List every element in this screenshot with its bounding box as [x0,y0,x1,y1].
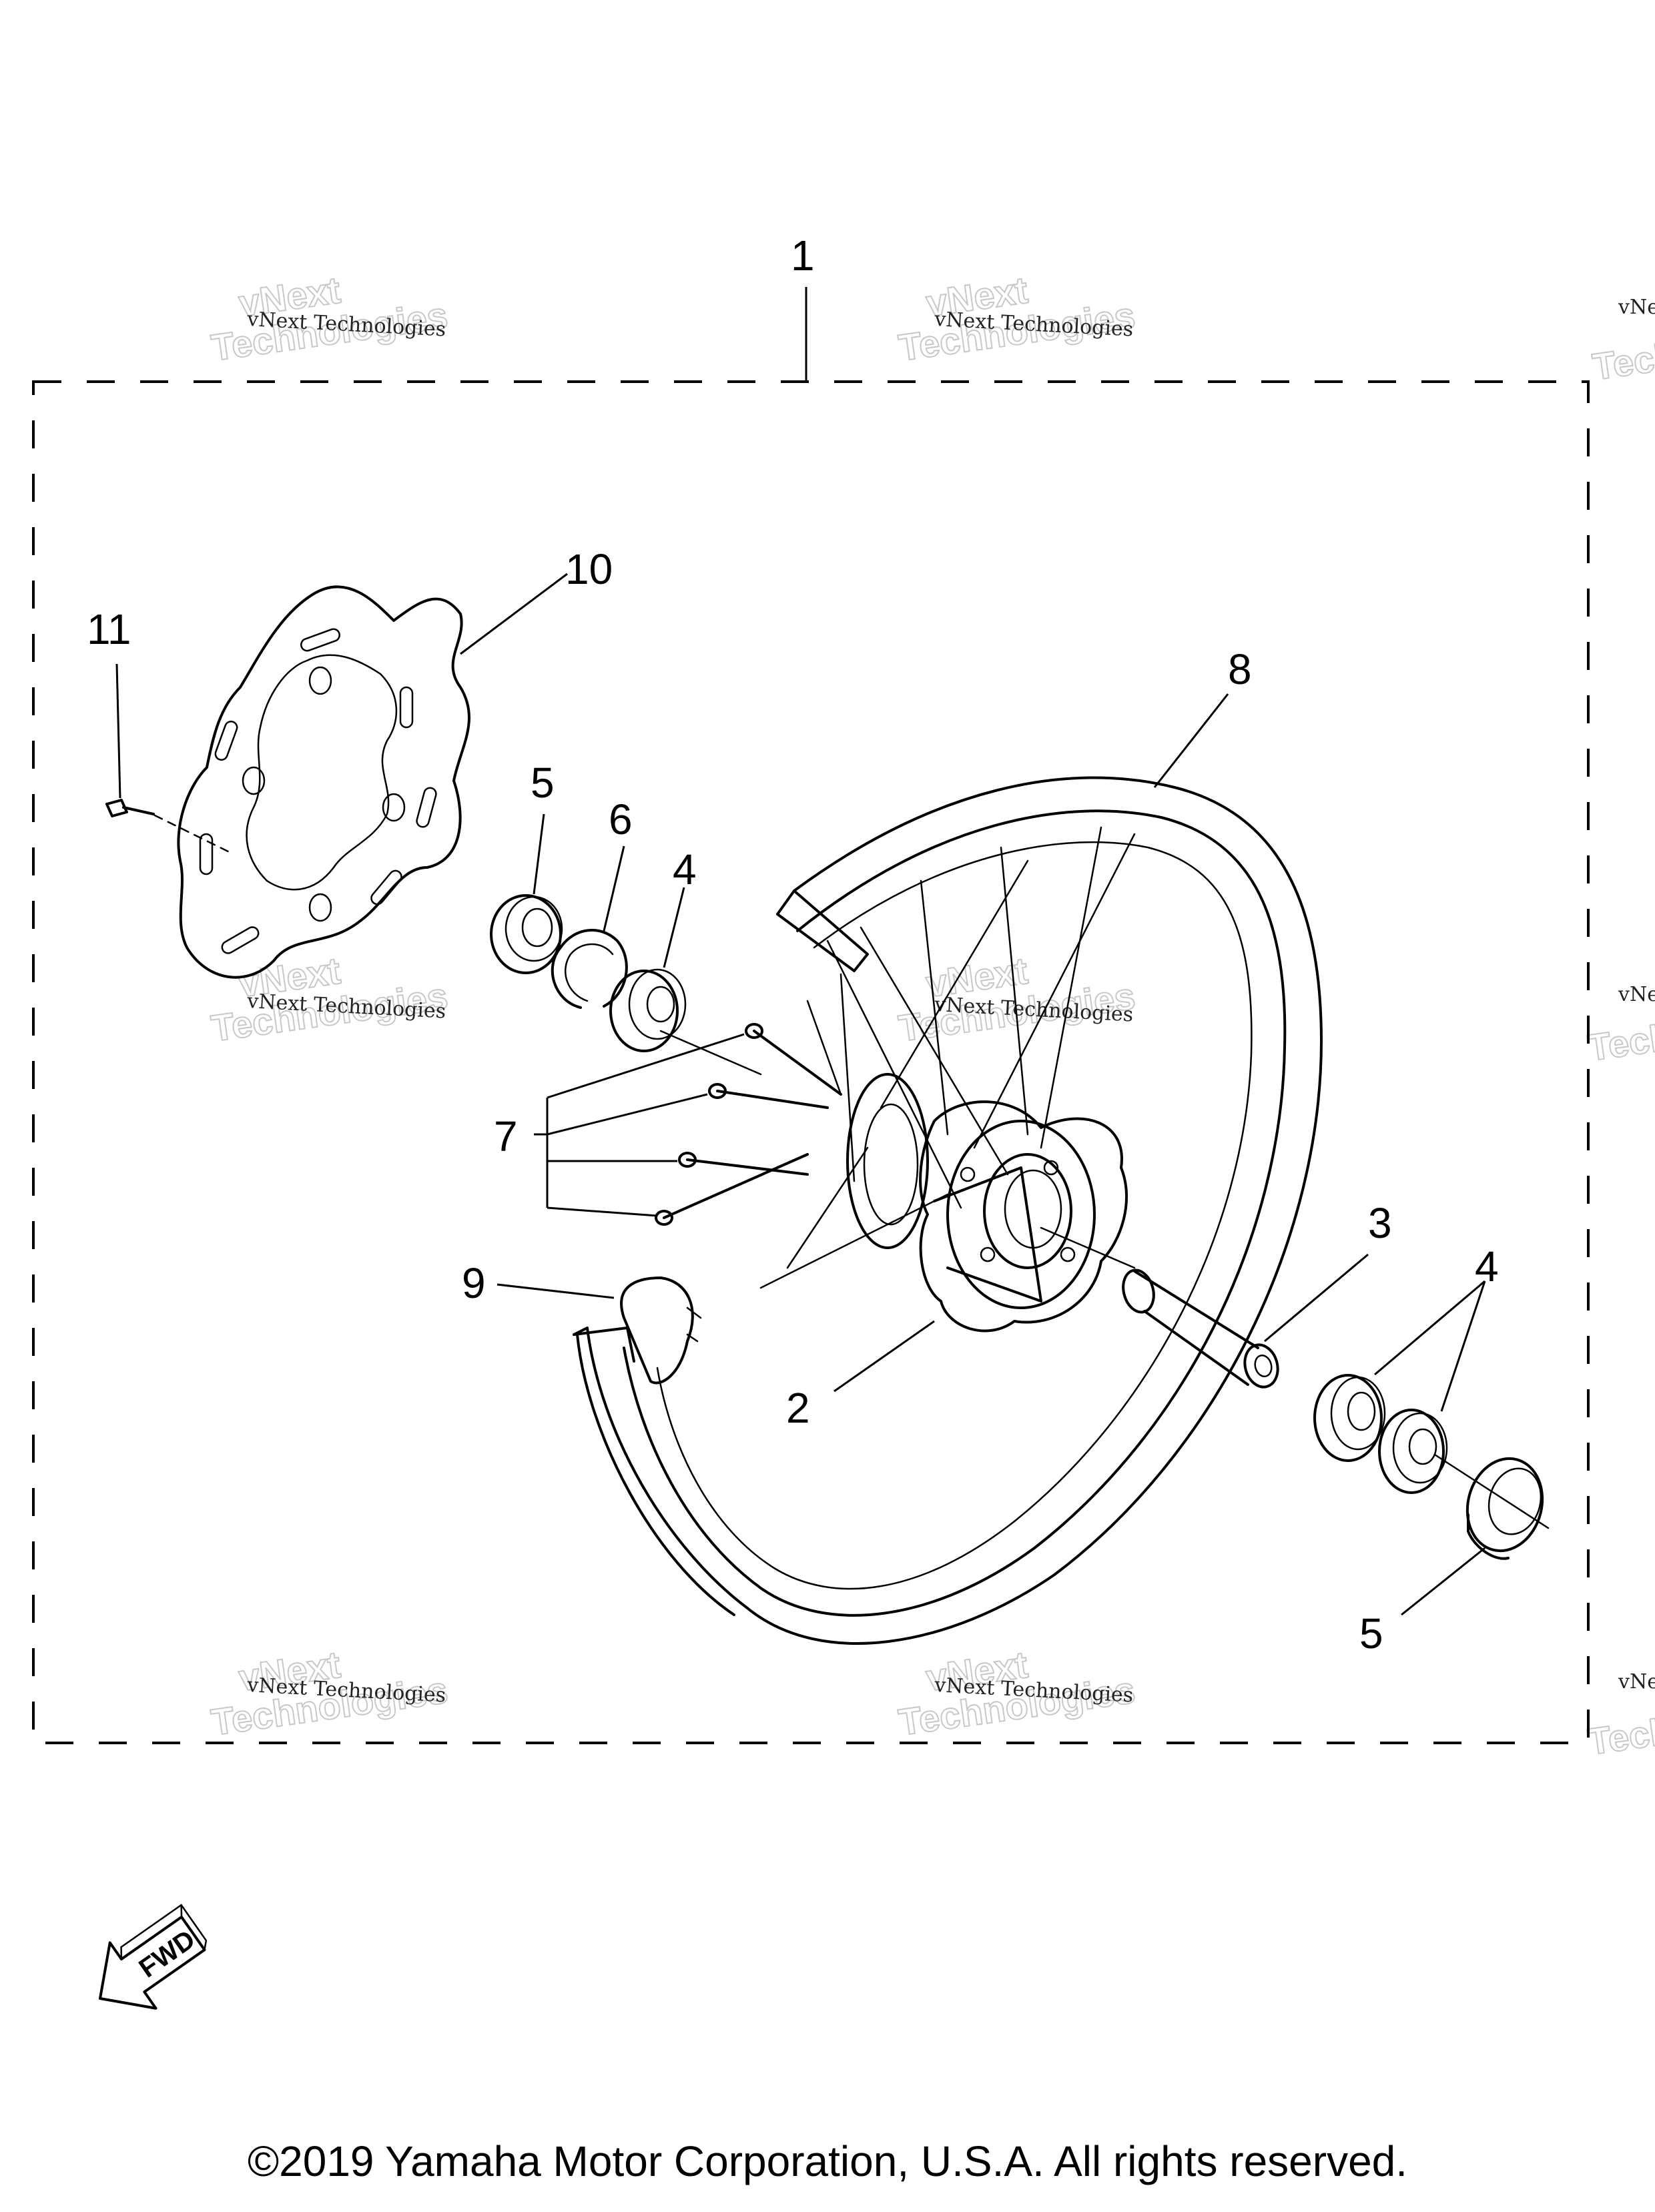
leader-11 [115,663,121,799]
watermark-group: vNext Technologies vNext Technologies vN… [208,268,1655,1764]
bearing-upper-right [609,968,687,1052]
forward-arrow-icon: FWD [99,1904,208,2010]
callout-5-upper: 5 [531,759,555,807]
watermark-text: vNext Technologies [1618,296,1655,319]
brake-disc [177,585,470,979]
valve-cap [620,1276,702,1385]
callout-1: 1 [791,232,815,280]
leader-3 [1264,1253,1369,1343]
spoke-nipples [655,1023,842,1226]
bearing-lower-2 [1378,1409,1448,1494]
leader-4-lower [1374,1280,1486,1412]
oil-seal [1465,1457,1544,1560]
leader-9 [496,1283,615,1299]
axis-line [659,1030,762,1076]
leader-2 [834,1320,935,1393]
callout-6: 6 [609,795,633,843]
callout-8: 8 [1228,645,1252,693]
spokes [759,826,1136,1289]
callout-9: 9 [462,1259,486,1307]
watermark-logo: Technologies [1586,1688,1655,1763]
copyright-notice: ©2019 Yamaha Motor Corporation, U.S.A. A… [247,2137,1408,2185]
circlip [551,929,628,1009]
hub-axis [1040,1226,1136,1269]
bearing-upper-left [490,894,563,974]
leader-5-upper [533,813,545,895]
callout-2: 2 [786,1384,810,1432]
leader-10 [460,573,568,655]
callout-10: 10 [565,545,613,593]
assembly-frame [32,380,1590,1744]
callout-11: 11 [87,605,131,653]
callout-5-lower: 5 [1359,1609,1383,1657]
watermark-text: vNext Technologies [1618,983,1655,1006]
bearing-lower-1 [1313,1374,1386,1462]
wheel-hub [846,1073,1128,1333]
callout-3: 3 [1368,1199,1392,1247]
leader-5-lower [1401,1547,1485,1616]
leader-6 [603,845,625,932]
watermark-logo: Technologies [1590,313,1655,388]
seal-axis [1433,1453,1550,1529]
bolt [105,799,235,855]
callout-4-lower: 4 [1475,1242,1499,1291]
leader-7 [546,1033,745,1217]
leader-8 [1153,693,1229,788]
callout-4-upper: 4 [673,845,697,893]
collar [1122,1268,1279,1389]
callout-7: 7 [494,1112,518,1160]
leader-4-upper [663,887,685,968]
watermark-text: vNext Technologies [1618,1670,1655,1694]
